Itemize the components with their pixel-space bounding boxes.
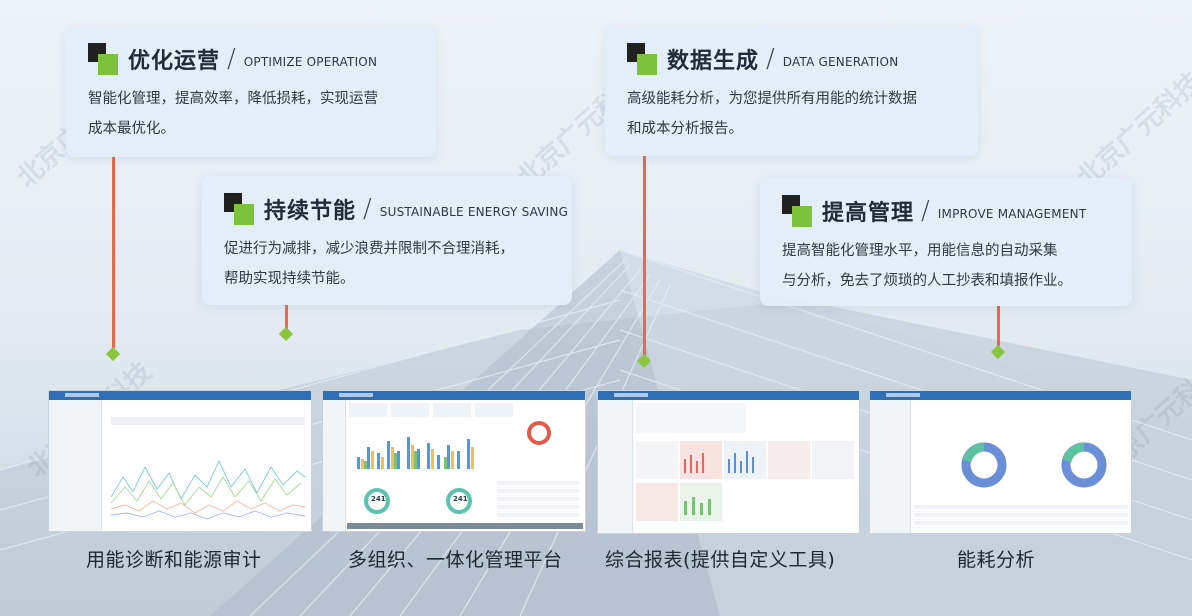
screenshot-energy-diagnosis <box>48 390 312 532</box>
slash-divider: / <box>921 196 930 226</box>
gauge-value: 241 <box>453 495 468 503</box>
card-title: 数据生成 <box>667 49 760 74</box>
desc-line: 提高智能化管理水平，用能信息的自动采集 <box>782 243 1058 259</box>
screenshot-comprehensive-report <box>597 390 860 534</box>
connector-line <box>997 306 1000 346</box>
card-subtitle: OPTIMIZE OPERATION <box>243 54 378 69</box>
caption-comprehensive-report: 综合报表(提供自定义工具) <box>605 549 836 571</box>
caption-management-platform: 多组织、一体化管理平台 <box>348 549 563 571</box>
connector-line <box>112 156 115 348</box>
card-subtitle: DATA GENERATION <box>782 54 899 69</box>
card-subtitle: SUSTAINABLE ENERGY SAVING <box>379 204 569 219</box>
screenshot-donut-charts <box>914 442 1128 525</box>
screenshot-line-chart <box>111 417 305 520</box>
gauge-value: 241 <box>371 495 386 503</box>
card-description: 智能化管理，提高效率，降低损耗，实现运营 成本最优化。 <box>88 84 378 144</box>
desc-line: 智能化管理，提高效率，降低损耗，实现运营 <box>88 91 378 107</box>
desc-line: 高级能耗分析，为您提供所有用能的统计数据 <box>627 91 917 107</box>
screenshot-energy-analysis <box>869 390 1132 534</box>
card-title: 提高管理 <box>822 201 915 226</box>
connector-line <box>643 156 646 356</box>
desc-line: 成本最优化。 <box>88 121 175 137</box>
screenshot-dashboard <box>347 403 583 529</box>
slash-divider: / <box>363 194 372 224</box>
caption-energy-analysis: 能耗分析 <box>957 549 1036 571</box>
card-description: 高级能耗分析，为您提供所有用能的统计数据 和成本分析报告。 <box>627 84 917 144</box>
card-description: 促进行为减排，减少浪费并限制不合理消耗， 帮助实现持续节能。 <box>224 234 514 294</box>
card-improve-management: 提高管理 / IMPROVE MANAGEMENT 提高智能化管理水平，用能信息… <box>760 178 1132 306</box>
card-optimize-operation: 优化运营 / OPTIMIZE OPERATION 智能化管理，提高效率，降低损… <box>66 26 436 157</box>
desc-line: 与分析，免去了烦琐的人工抄表和填报作业。 <box>782 273 1072 289</box>
card-sustainable-energy: 持续节能 / SUSTAINABLE ENERGY SAVING 促进行为减排，… <box>202 176 572 305</box>
slash-divider: / <box>766 44 775 74</box>
desc-line: 和成本分析报告。 <box>627 121 743 137</box>
card-title: 优化运营 <box>128 49 221 74</box>
slash-divider: / <box>227 44 236 74</box>
card-title: 持续节能 <box>264 199 357 224</box>
brand-logo-icon <box>627 43 657 75</box>
desc-line: 帮助实现持续节能。 <box>224 271 355 287</box>
card-subtitle: IMPROVE MANAGEMENT <box>937 206 1087 221</box>
caption-energy-diagnosis: 用能诊断和能源审计 <box>86 549 262 571</box>
screenshot-report-thumbnails <box>636 403 854 521</box>
screenshot-management-platform: 241 241 <box>322 390 586 532</box>
card-data-generation: 数据生成 / DATA GENERATION 高级能耗分析，为您提供所有用能的统… <box>605 26 978 156</box>
brand-logo-icon <box>88 43 118 75</box>
brand-logo-icon <box>224 193 254 225</box>
desc-line: 促进行为减排，减少浪费并限制不合理消耗， <box>224 241 514 257</box>
card-description: 提高智能化管理水平，用能信息的自动采集 与分析，免去了烦琐的人工抄表和填报作业。 <box>782 236 1072 296</box>
brand-logo-icon <box>782 195 812 227</box>
connector-line <box>285 305 288 329</box>
